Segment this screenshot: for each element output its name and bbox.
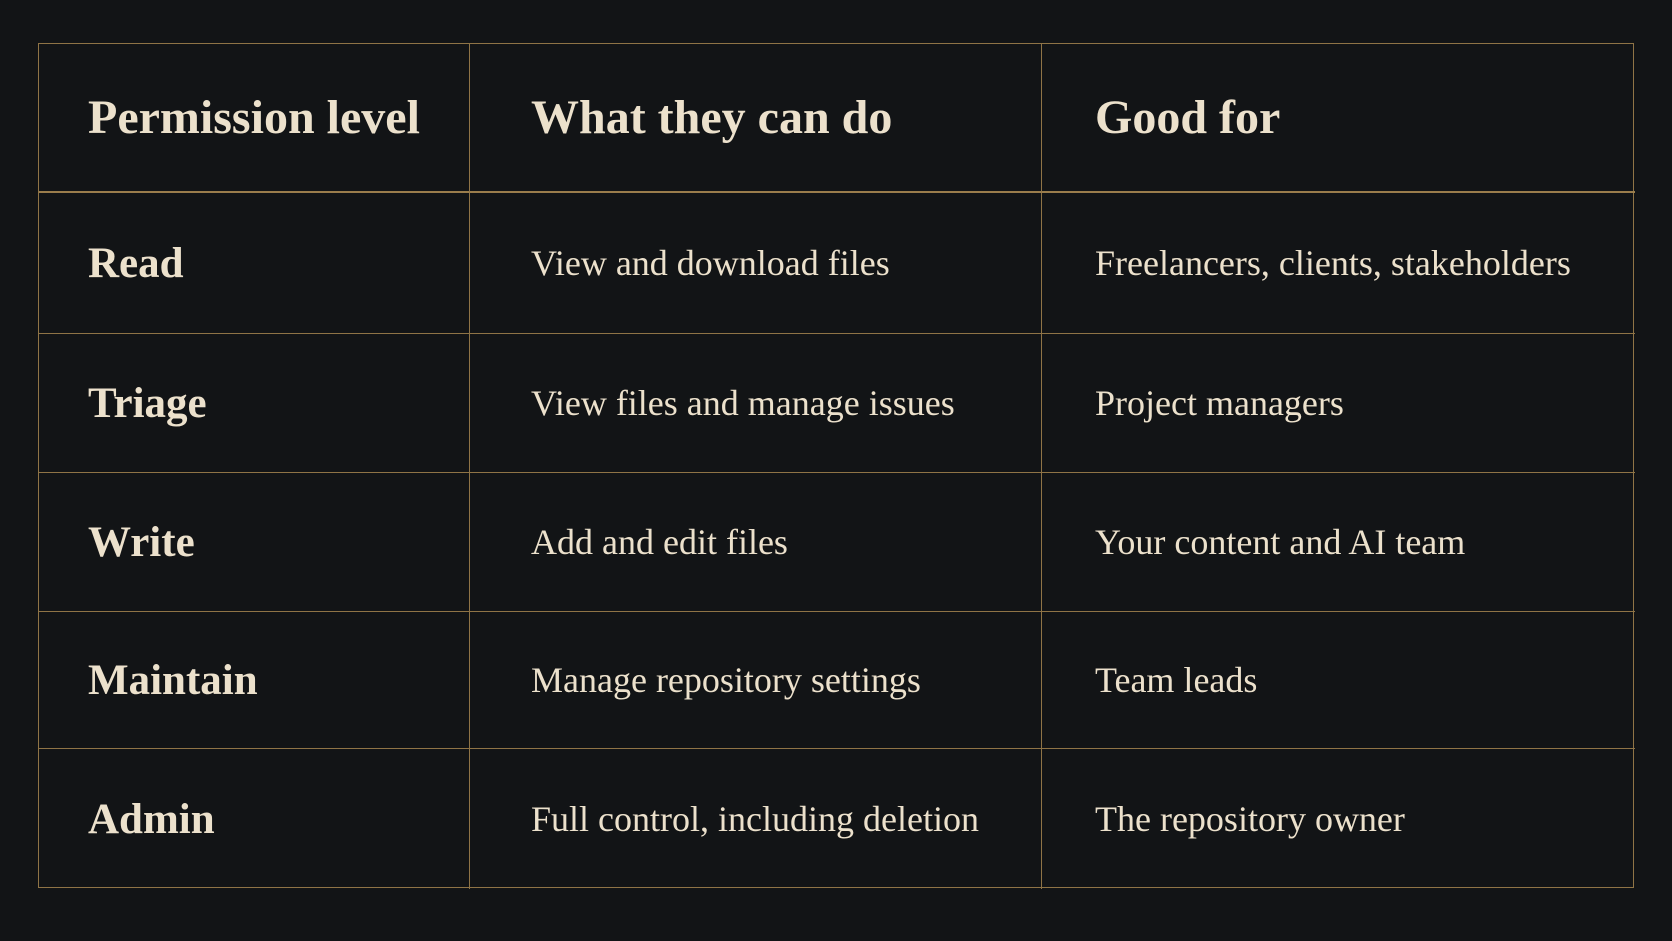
good-for-cell: Team leads [1042,612,1635,749]
good-for-cell: The repository owner [1095,799,1405,839]
good-for-cell: Freelancers, clients, stakeholders [1042,193,1635,334]
good-for-cell: Project managers [1042,334,1635,473]
permission-level-cell: Triage [39,334,470,473]
can-do-cell: View and download files [470,193,1042,334]
header-what-they-can-do: What they can do [470,44,1042,193]
permissions-table: Permission level What they can do Good f… [38,43,1635,889]
can-do-cell: Manage repository settings [470,612,1042,749]
permission-level-cell: Write [39,473,470,612]
can-do-cell: View files and manage issues [470,334,1042,473]
permission-level-cell: Maintain [39,612,470,749]
can-do-cell: Add and edit files [470,473,1042,612]
header-permission-level: Permission level [39,44,470,193]
header-good-for: Good for [1042,44,1635,193]
permission-level-cell: Admin [39,749,470,889]
good-for-cell: Your content and AI team [1042,473,1635,612]
permission-level-cell: Read [39,193,470,334]
can-do-cell: Full control, including deletion [470,749,1042,889]
